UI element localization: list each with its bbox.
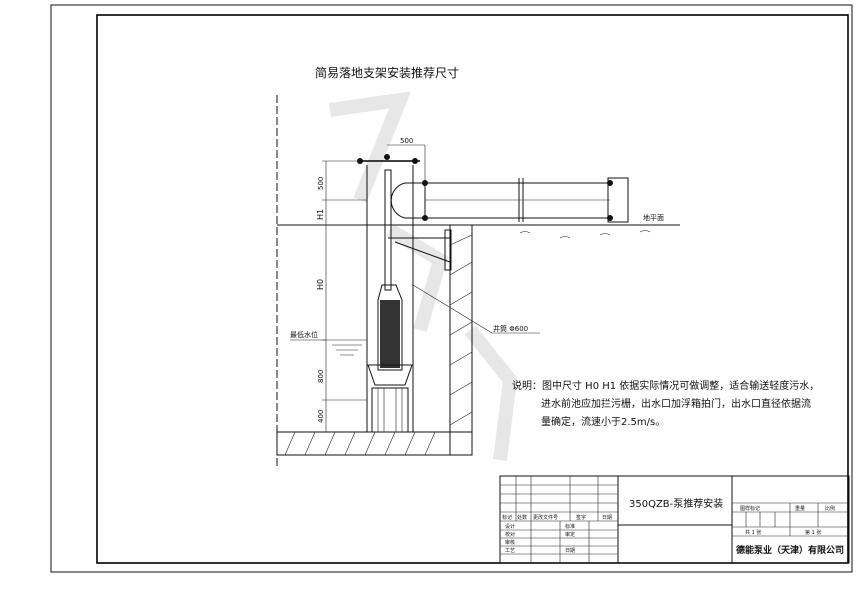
discharge-pipe bbox=[390, 177, 629, 223]
rev-header-date: 日期 bbox=[602, 515, 612, 521]
rev-header-sign: 签字 bbox=[576, 514, 586, 521]
note-line-2: 进水前池应加拦污栅，出水口加浮箱拍门，出水口直径依据流 bbox=[541, 397, 811, 410]
pump-body bbox=[367, 284, 413, 433]
well-leader bbox=[412, 284, 493, 334]
role-review: 审核 bbox=[505, 539, 515, 546]
water-level-mark bbox=[332, 344, 362, 356]
sheet-total: 共 1 张 bbox=[745, 529, 761, 536]
note-line-3: 量确定，流速小于2.5m/s。 bbox=[541, 415, 665, 428]
outer-frame bbox=[50, 4, 853, 573]
rev-header-mark: 标记 bbox=[502, 514, 512, 521]
sheet-number: 第 1 张 bbox=[805, 529, 821, 536]
min-water-label: 最低水位 bbox=[290, 330, 318, 339]
dim-h0: H0 bbox=[316, 279, 325, 290]
inner-frame bbox=[96, 14, 849, 564]
dim-400: 400 bbox=[317, 410, 325, 423]
company-name: 德能泵业（天津）有限公司 bbox=[736, 544, 844, 556]
bolt bbox=[384, 154, 390, 160]
role-design: 设计 bbox=[505, 523, 515, 530]
well-casing bbox=[366, 165, 414, 432]
dimension-lines bbox=[322, 144, 426, 432]
well-label: 井筒 Φ600 bbox=[493, 324, 528, 333]
header-scale: 比例 bbox=[825, 505, 835, 512]
role-check: 校对 bbox=[505, 531, 515, 538]
role-process: 工艺 bbox=[505, 548, 515, 554]
watermark bbox=[329, 91, 518, 461]
pump-shaft bbox=[384, 169, 392, 291]
ground-label: 地平面 bbox=[643, 213, 664, 222]
note-line-1: 说明：图中尺寸 H0 H1 依据实际情况可做调整，适合输送轻度污水， bbox=[512, 379, 819, 392]
role-date: 日期 bbox=[565, 548, 575, 554]
drawing-title: 简易落地支架安装推荐尺寸 bbox=[315, 65, 459, 80]
bolt bbox=[412, 158, 418, 164]
drawing-name: 350QZB-泵推荐安装 bbox=[629, 497, 723, 510]
title-block bbox=[499, 475, 850, 564]
rev-header-count: 处数 bbox=[517, 514, 527, 521]
header-weight: 重量 bbox=[795, 505, 805, 512]
dim-800: 800 bbox=[317, 370, 325, 383]
support-bracket bbox=[388, 229, 452, 271]
role-standard: 标准 bbox=[565, 523, 575, 530]
role-approve: 审定 bbox=[565, 531, 575, 538]
header-drawing-mark: 图样标记 bbox=[740, 505, 760, 512]
dim-h1: H1 bbox=[316, 209, 325, 220]
dim-500-horizontal: 500 bbox=[400, 137, 413, 145]
rev-header-doc: 更改文件号 bbox=[533, 514, 558, 521]
ground-hatch bbox=[519, 230, 651, 239]
dim-500-vertical: 500 bbox=[317, 177, 325, 190]
